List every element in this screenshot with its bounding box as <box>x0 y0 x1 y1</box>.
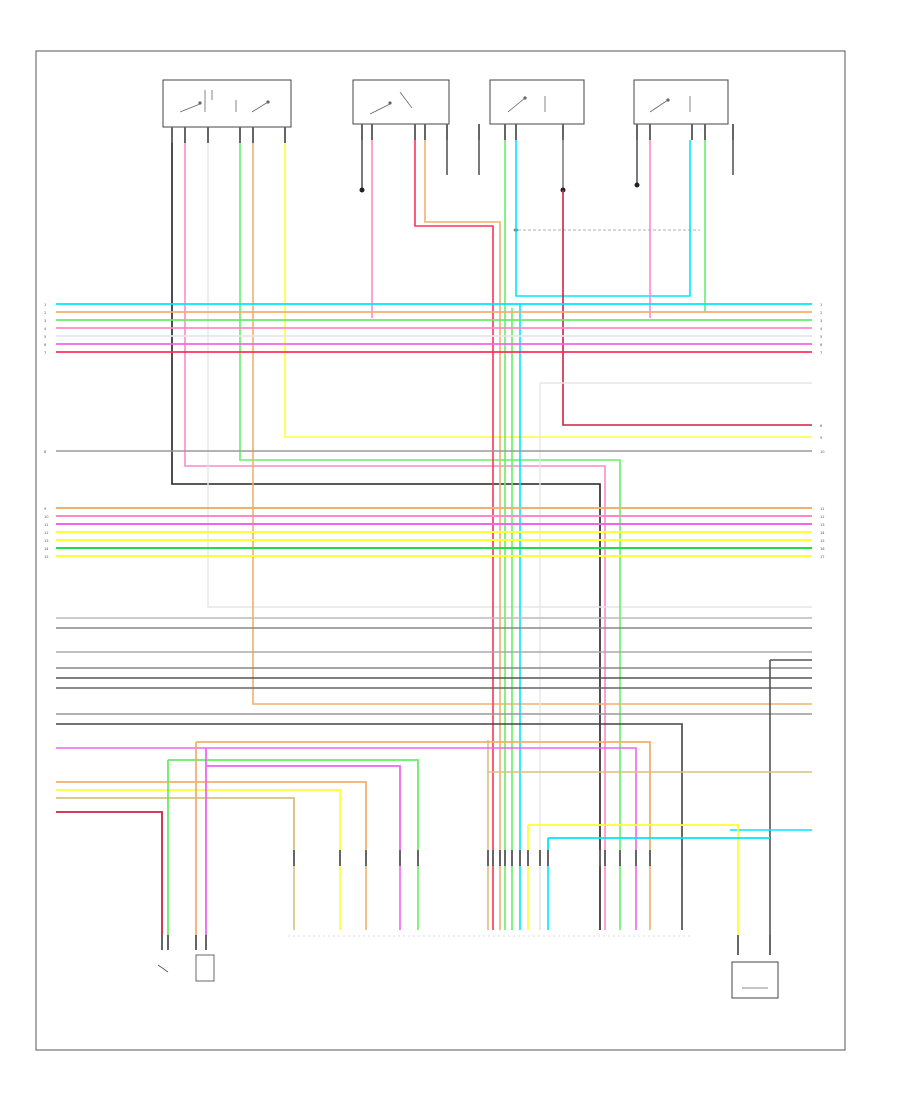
svg-text:5: 5 <box>820 335 822 339</box>
svg-text:2: 2 <box>44 311 46 315</box>
svg-text:1: 1 <box>820 303 822 307</box>
svg-text:3: 3 <box>820 319 822 323</box>
ground-drops <box>359 140 734 193</box>
svg-text:4: 4 <box>44 327 47 331</box>
svg-text:1: 1 <box>44 303 46 307</box>
svg-text:8: 8 <box>44 450 47 454</box>
svg-text:6: 6 <box>820 343 823 347</box>
diagram-frame <box>35 50 846 1051</box>
top-pin-stubs <box>171 124 734 143</box>
top-switch-module <box>162 79 292 128</box>
top-vertical-wires <box>171 140 812 850</box>
svg-text:14: 14 <box>820 531 825 535</box>
svg-text:8: 8 <box>820 424 823 428</box>
svg-text:12: 12 <box>44 531 49 535</box>
svg-text:2: 2 <box>820 311 822 315</box>
svg-text:11: 11 <box>820 507 825 511</box>
svg-text:4: 4 <box>820 327 823 331</box>
door-switch-b <box>489 79 585 125</box>
door-switch-c <box>633 79 729 125</box>
door-switch-a <box>352 79 450 125</box>
svg-text:14: 14 <box>44 547 49 551</box>
svg-text:11: 11 <box>44 523 49 527</box>
bus-group-b <box>56 507 812 557</box>
svg-text:15: 15 <box>820 539 825 543</box>
svg-text:5: 5 <box>44 335 46 339</box>
svg-text:3: 3 <box>44 319 46 323</box>
svg-text:10: 10 <box>820 450 825 454</box>
svg-text:13: 13 <box>44 539 49 543</box>
svg-text:7: 7 <box>44 351 46 355</box>
svg-text:15: 15 <box>44 555 49 559</box>
ground-dot <box>359 187 365 193</box>
svg-text:17: 17 <box>820 555 825 559</box>
svg-text:12: 12 <box>820 515 825 519</box>
svg-text:10: 10 <box>44 515 49 519</box>
bottom-module-wires <box>293 866 683 930</box>
svg-text:16: 16 <box>820 547 825 551</box>
bottom-left-component <box>157 935 215 982</box>
bottom-left-wiring <box>56 741 770 935</box>
svg-text:7: 7 <box>820 351 822 355</box>
svg-text:9: 9 <box>44 507 47 511</box>
bus-group-a <box>56 303 812 353</box>
bus-group-c <box>56 617 812 689</box>
svg-text:9: 9 <box>820 436 823 440</box>
bus-group-d <box>56 659 812 935</box>
svg-text:13: 13 <box>820 523 825 527</box>
bottom-right-component <box>731 935 779 999</box>
svg-text:6: 6 <box>44 343 47 347</box>
ground-dot <box>634 182 640 188</box>
bottom-module-pins <box>293 850 683 866</box>
